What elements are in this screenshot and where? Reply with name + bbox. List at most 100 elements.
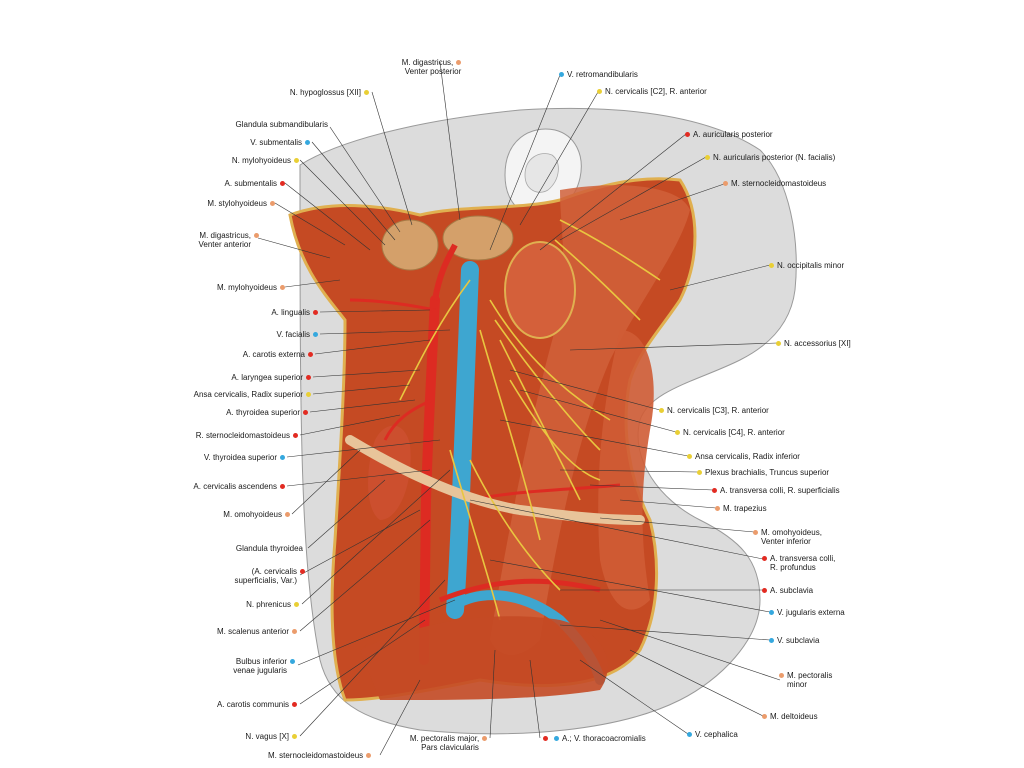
label-v-facialis: V. facialis	[277, 330, 322, 339]
label-glandula-submandibularis: Glandula submandibularis	[235, 120, 329, 129]
label-v-subclavia: V. subclavia	[766, 636, 819, 645]
label-a-transversa-colli-profundus: A. transversa colli,R. profundus	[759, 554, 835, 572]
external-carotid-artery	[432, 243, 458, 301]
nerve-dot	[769, 263, 774, 269]
superior-thyroid-artery	[383, 398, 433, 441]
label-a-auricularis-posterior: A. auricularis posterior	[682, 130, 773, 139]
lingual-artery	[349, 298, 436, 312]
artery-dot	[543, 736, 548, 742]
label-a-transversa-colli-superficialis: A. transversa colli, R. superficialis	[709, 486, 840, 495]
thyroid-gland	[368, 425, 411, 520]
label-a-laryngea-superior: A. laryngea superior	[231, 373, 314, 382]
label-n-phrenicus: N. phrenicus	[246, 600, 302, 609]
nerve-branches	[399, 219, 661, 621]
artery-dot	[762, 588, 767, 594]
nerve-dot	[294, 602, 299, 608]
leader-lines	[257, 61, 781, 756]
label-v-cephalica: V. cephalica	[684, 730, 738, 739]
nerve-dot	[675, 430, 680, 436]
trapezius-region	[598, 330, 654, 610]
label-m-digastricus-posterior: M. digastricus,Venter posterior	[401, 58, 462, 76]
muscle-dot	[456, 60, 462, 66]
label-n-cervicalis-c2: N. cervicalis [C2], R. anterior	[594, 87, 707, 96]
artery-dot	[293, 433, 298, 439]
vein-dot	[280, 455, 285, 461]
label-a-thyroidea-superior: A. thyroidea superior	[226, 408, 311, 417]
label-a-subclavia: A. subclavia	[759, 586, 813, 595]
muscle-dot	[753, 530, 758, 536]
nerve-dot	[306, 392, 311, 398]
transverse-cervical-artery	[469, 483, 621, 502]
label-a-lingualis: A. lingualis	[271, 308, 321, 317]
label-a-submentalis: A. submentalis	[225, 179, 288, 188]
label-m-pectoralis-major: M. pectoralis major,Pars clavicularis	[400, 734, 500, 752]
label-m-sternocleidomastoideus-bottom: M. sternocleidomastoideus	[268, 751, 374, 760]
muscle-dot	[715, 506, 720, 512]
vein-dot	[313, 332, 318, 338]
nerve-dot	[294, 158, 299, 164]
artery-dot	[303, 410, 308, 416]
label-ansa-cervicalis-superior: Ansa cervicalis, Radix superior	[194, 390, 314, 399]
artery-dot	[280, 484, 285, 490]
label-glandula-thyroidea: Glandula thyroidea	[235, 544, 303, 553]
muscle-dot	[366, 753, 372, 759]
subclavian-artery	[439, 578, 601, 603]
label-n-hypoglossus: N. hypoglossus [XII]	[290, 88, 372, 97]
artery-dot	[280, 181, 285, 187]
nerve-dot	[364, 90, 369, 96]
label-a-carotis-externa: A. carotis externa	[243, 350, 316, 359]
vein-dot	[769, 610, 774, 616]
label-n-mylohyoideus: N. mylohyoideus	[232, 156, 302, 165]
muscle-dot	[292, 629, 297, 635]
artery-dot	[306, 375, 311, 381]
nerve-dot	[659, 408, 664, 414]
label-a-carotis-communis: A. carotis communis	[217, 700, 300, 709]
label-m-mylohyoideus: M. mylohyoideus	[217, 283, 288, 292]
artery-dot	[685, 132, 690, 138]
label-plexus-brachialis: Plexus brachialis, Truncus superior	[694, 468, 829, 477]
nerve-dot	[687, 454, 692, 460]
vein-dot	[559, 72, 564, 78]
muscle-dot	[270, 201, 275, 207]
label-n-occipitalis-minor: N. occipitalis minor	[766, 261, 844, 270]
common-carotid-artery	[419, 295, 440, 665]
label-n-auricularis-posterior: N. auricularis posterior (N. facialis)	[702, 153, 835, 162]
label-m-deltoideus: M. deltoideus	[759, 712, 818, 721]
label-v-jugularis-externa: V. jugularis externa	[766, 608, 845, 617]
label-r-sternocleidomastoideus: R. sternocleidomastoideus	[196, 431, 301, 440]
label-ansa-cervicalis-inferior: Ansa cervicalis, Radix inferior	[684, 452, 800, 461]
label-v-submentalis: V. submentalis	[250, 138, 313, 147]
vein-dot	[687, 732, 692, 738]
vein-dot	[769, 638, 774, 644]
vein-dot	[554, 736, 559, 742]
muscle-dot	[285, 512, 290, 518]
parotid-gland	[442, 215, 514, 261]
muscle-dot	[280, 285, 285, 291]
vein-dot	[305, 140, 310, 146]
label-v-retromandibularis: V. retromandibularis	[556, 70, 638, 79]
nerve-dot	[697, 470, 702, 476]
label-m-stylohyoideus: M. stylohyoideus	[207, 199, 278, 208]
label-thoracoacromialis: A.; V. thoracoacromialis	[540, 734, 646, 743]
artery-dot	[313, 310, 318, 316]
muscle-dot	[482, 736, 488, 742]
label-m-sternocleidomastoideus-right: M. sternocleidomastoideus	[720, 179, 826, 188]
muscle-dot	[254, 233, 259, 239]
sternocleidomastoid-head	[504, 241, 576, 339]
nerve-dot	[776, 341, 781, 347]
artery-dot	[712, 488, 717, 494]
label-v-thyroidea-superior: V. thyroidea superior	[204, 453, 288, 462]
pectoralis-major-clavicular	[360, 616, 608, 700]
label-n-cervicalis-c3: N. cervicalis [C3], R. anterior	[656, 406, 769, 415]
label-m-trapezius: M. trapezius	[712, 504, 767, 513]
muscle-dot	[779, 673, 784, 679]
ear-inner	[524, 153, 559, 193]
muscle-dot	[723, 181, 728, 187]
nerve-dot	[597, 89, 602, 95]
label-n-vagus: N. vagus [X]	[245, 732, 300, 741]
